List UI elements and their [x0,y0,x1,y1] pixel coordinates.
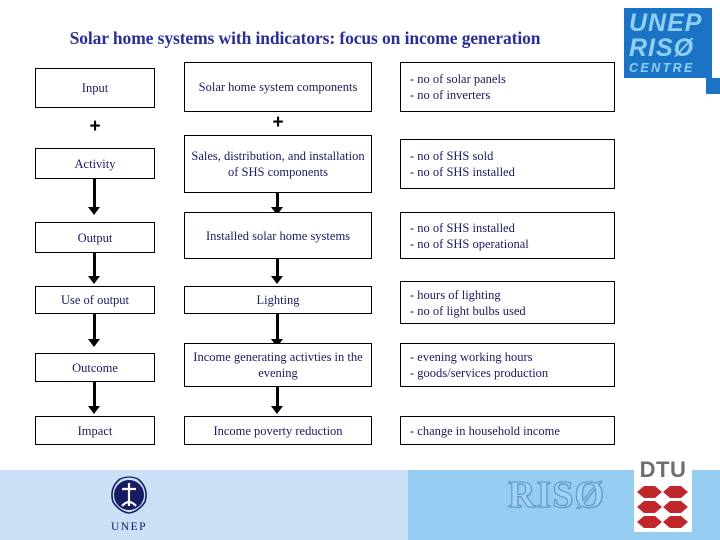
chain-box-use-of-output: Lighting [184,286,372,314]
stage-box-impact: Impact [35,416,155,445]
dtu-bars-icon [637,485,689,530]
indicator-box-output: - no of SHS installed - no of SHS operat… [400,212,615,259]
indicator-item: - no of SHS installed [410,165,515,179]
arrow-head-chain-3 [271,276,283,284]
arrow-line-stage-5 [93,382,96,408]
indicator-box-use-of-output: - hours of lighting - no of light bulbs … [400,281,615,324]
results-chain-diagram: Input Solar home system components - no … [35,62,615,445]
indicator-item: - no of SHS installed [410,220,515,235]
arrow-line-stage-4 [93,314,96,341]
indicator-item: - no of SHS operational [410,236,529,251]
indicator-item: - goods/services production [410,366,549,380]
logo-line-centre: CENTRE [629,61,695,75]
indicator-box-impact: - change in household income [400,416,615,445]
arrow-head-stage-5 [88,406,100,414]
stage-box-outcome: Outcome [35,353,155,382]
stage-box-activity: Activity [35,148,155,179]
chain-label: Income poverty reduction [213,423,343,438]
arrow-line-chain-4 [276,314,279,341]
page-title: Solar home systems with indicators: focu… [69,28,541,48]
stage-label: Output [77,230,113,245]
chain-label: Sales, distribution, and installation of… [191,149,365,179]
indicator-item: - no of solar panels [410,72,506,86]
chain-label: Solar home system components [198,80,358,94]
arrow-line-chain-5 [276,387,279,408]
indicator-box-activity: - no of SHS sold - no of SHS installed [400,139,615,189]
riso-footer-wordmark: RISØ [508,474,605,517]
indicator-item: - no of SHS sold [410,149,494,163]
stage-label: Outcome [72,360,118,375]
plus-connector-chain-1: + [272,112,284,133]
stage-label: Input [81,81,109,95]
arrow-line-stage-3 [93,253,96,278]
chain-label: Installed solar home systems [205,228,351,243]
indicator-box-input: - no of solar panels - no of inverters [400,62,615,112]
chain-box-activity: Sales, distribution, and installation of… [184,135,372,193]
chain-label: Lighting [256,293,300,307]
arrow-line-chain-2 [276,193,279,209]
chain-box-output: Installed solar home systems [184,212,372,259]
dtu-label: DTU [639,457,687,482]
chain-label: Income generating activties in the eveni… [193,350,363,380]
stage-box-use-of-output: Use of output [35,286,155,314]
logo-line-unep: UNEP [629,9,703,37]
indicator-item: - change in household income [410,423,560,438]
unep-footer-label: UNEP [110,521,148,533]
dtu-logo: DTU [634,456,692,532]
stage-box-input: Input [35,68,155,108]
footer-band-left [0,470,408,540]
logo-line-riso: RISØ [629,33,695,62]
logo-accent-tab [706,78,720,94]
stage-label: Use of output [60,293,130,307]
arrow-line-chain-3 [276,259,279,278]
stage-label: Activity [74,156,116,171]
chain-box-impact: Income poverty reduction [184,416,372,445]
plus-connector-stage-1: + [89,116,101,137]
arrow-line-stage-2 [93,179,96,209]
arrow-head-stage-2 [88,207,100,215]
arrow-head-chain-5 [271,406,283,414]
arrow-head-stage-4 [88,339,100,347]
chain-box-input: Solar home system components [184,62,372,112]
unep-footer-logo: UNEP [100,472,158,534]
indicator-item: - no of inverters [410,88,491,102]
unep-riso-centre-logo: UNEP RISØ CENTRE [624,8,712,78]
unep-emblem-icon [111,476,147,514]
indicator-box-outcome: - evening working hours - goods/services… [400,343,615,387]
indicator-item: - evening working hours [410,350,533,364]
chain-box-outcome: Income generating activties in the eveni… [184,343,372,387]
indicator-item: - no of light bulbs used [410,303,526,318]
arrow-head-chain-2 [271,207,283,215]
stage-label: Impact [77,423,113,438]
indicator-item: - hours of lighting [410,287,501,302]
arrow-head-stage-3 [88,276,100,284]
stage-box-output: Output [35,222,155,253]
